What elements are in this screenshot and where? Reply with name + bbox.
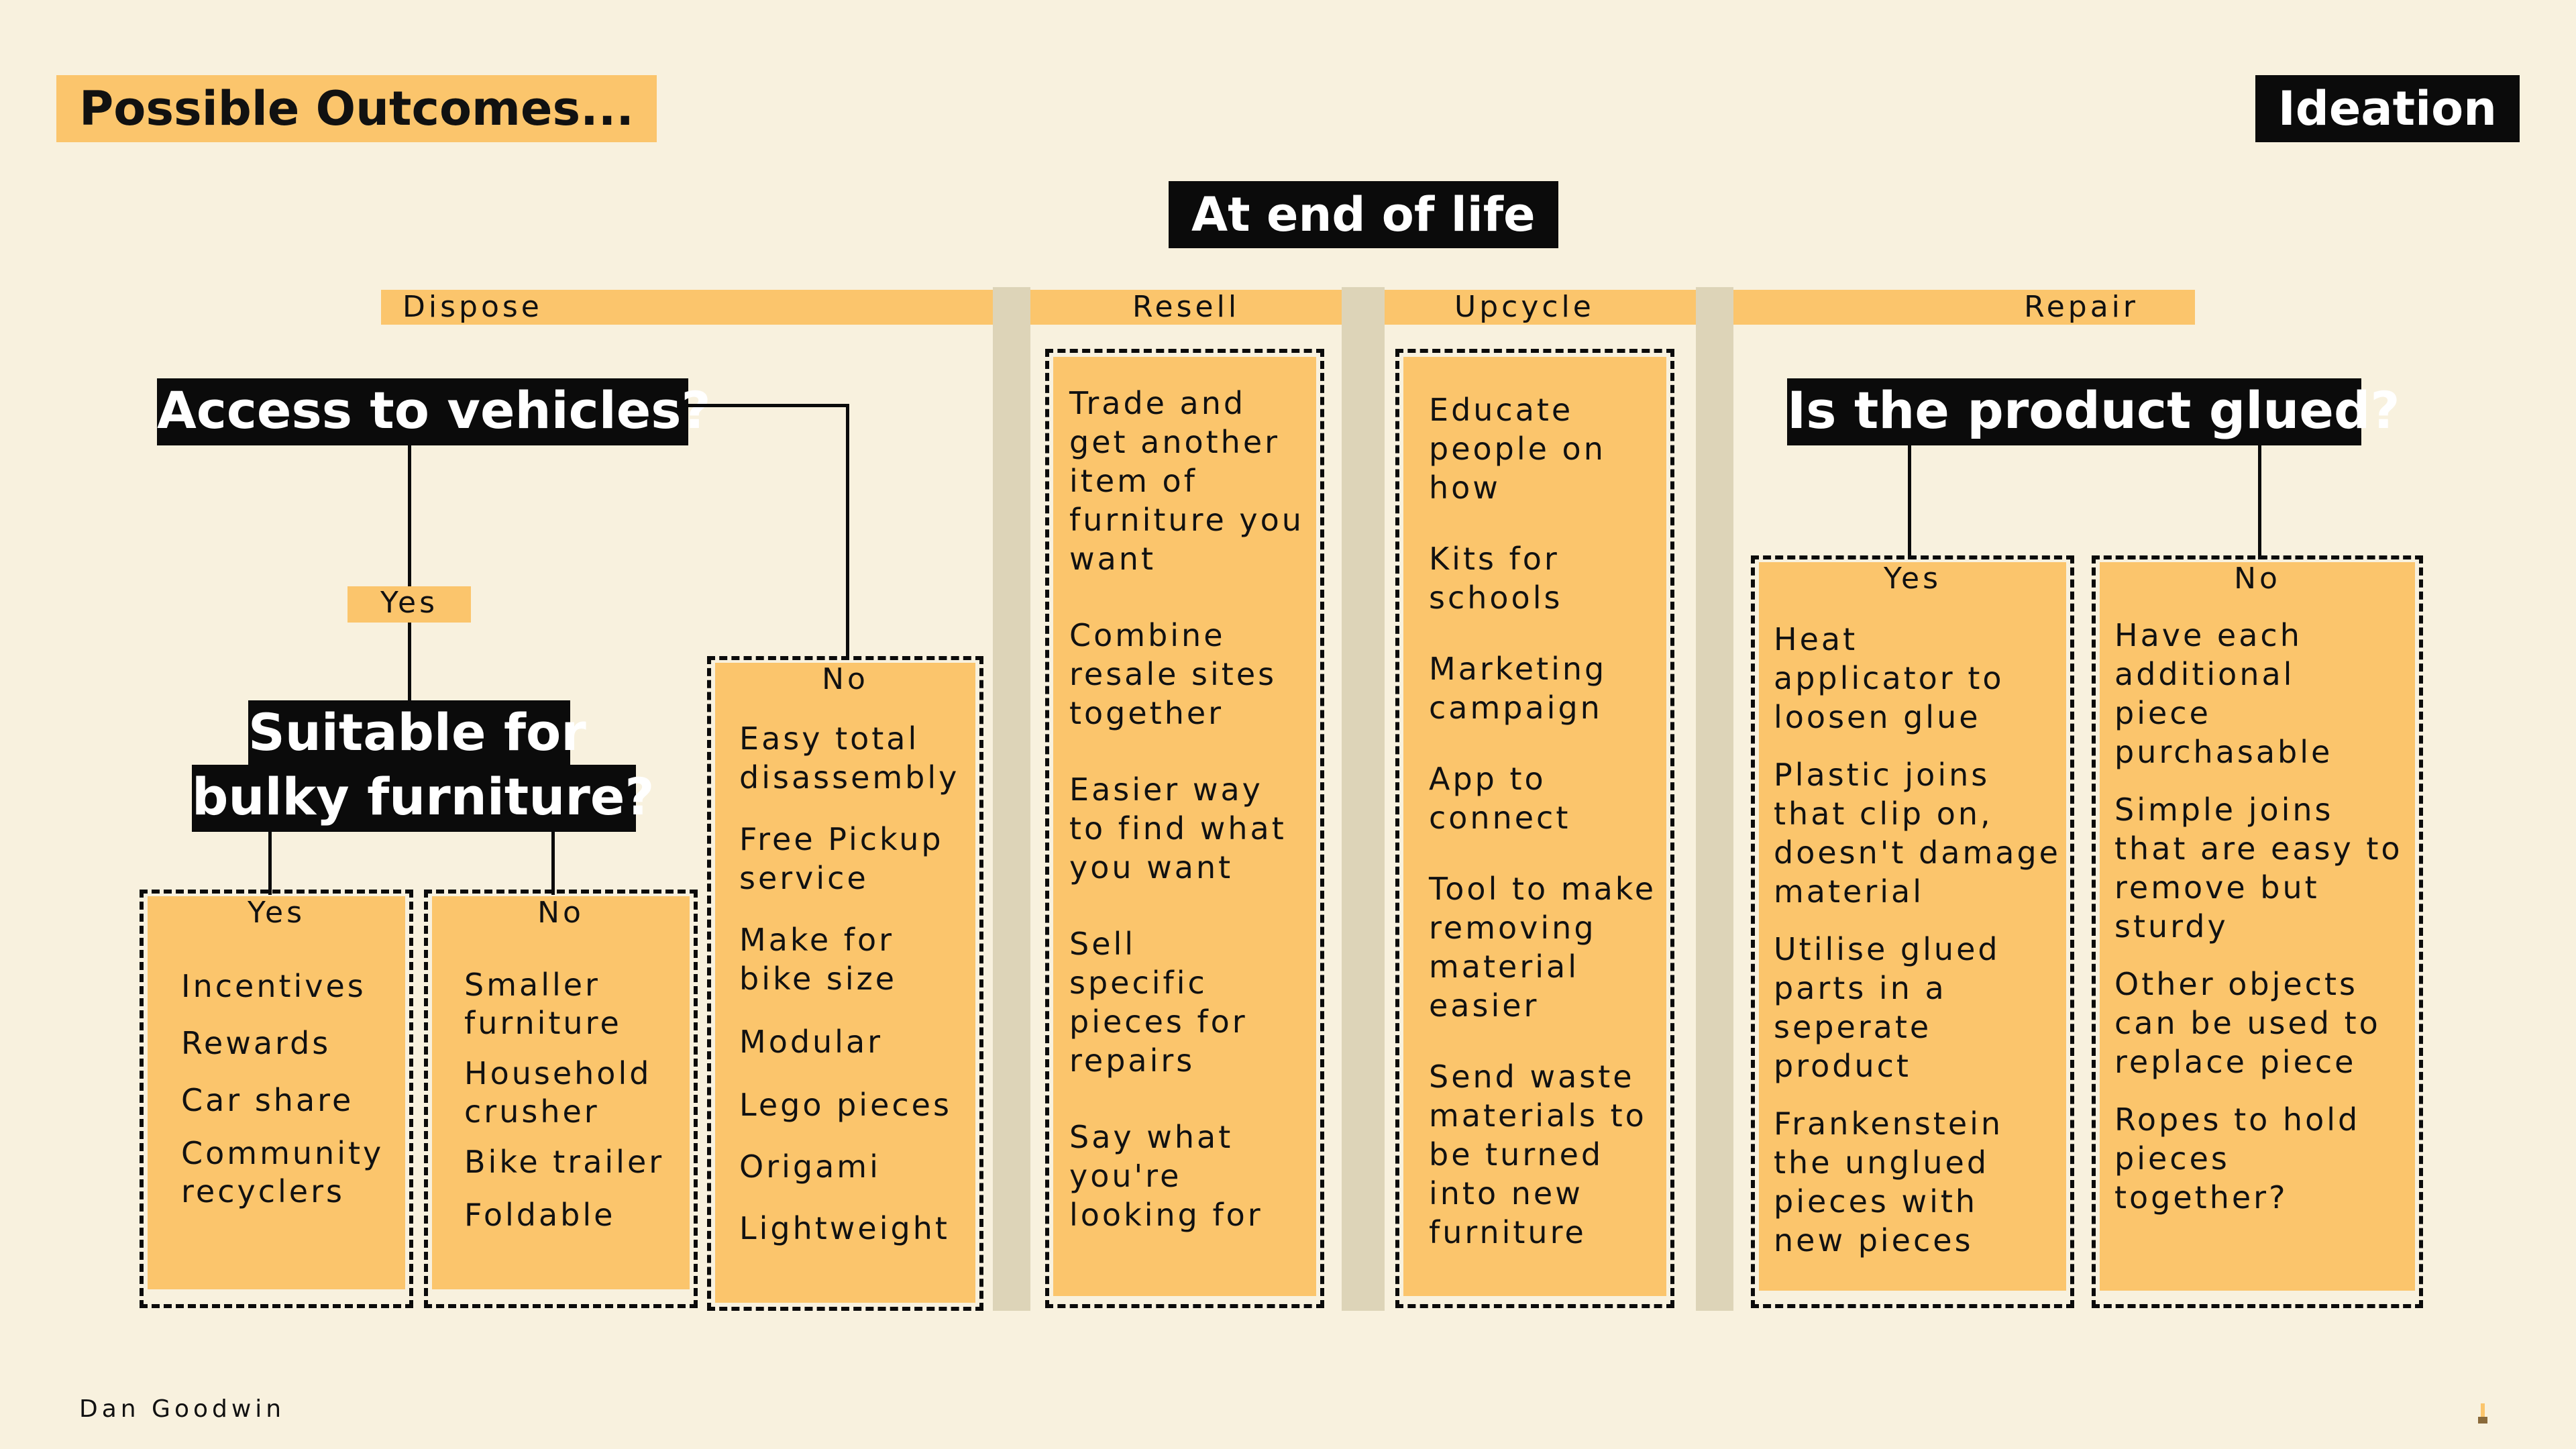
list-item: Free Pickup service xyxy=(739,821,944,896)
yes-label: Yes xyxy=(347,586,471,623)
author: Dan Goodwin xyxy=(79,1395,286,1423)
connector xyxy=(408,445,411,586)
list-item: Incentives xyxy=(181,968,366,1004)
list-item: Smaller furniture xyxy=(464,967,622,1041)
column-separator xyxy=(993,287,1030,1311)
glued-no-label: No xyxy=(2100,562,2415,600)
dashed-frame xyxy=(1751,555,2074,1308)
connector xyxy=(1908,445,1911,559)
list-item: Have each additional piece purchasable xyxy=(2114,617,2333,770)
glued-no-card: Have each additional piece purchasable S… xyxy=(2100,600,2415,1291)
section-label: Ideation xyxy=(2255,75,2520,142)
connector xyxy=(408,623,411,700)
dashed-frame xyxy=(707,656,983,1311)
list-item: Rewards xyxy=(181,1025,331,1061)
category-dispose: Dispose xyxy=(381,290,993,325)
bulky-no-card: Smaller furniture Household crusher Bike… xyxy=(432,934,690,1289)
glued-yes-label: Yes xyxy=(1759,562,2066,600)
connector xyxy=(846,404,849,660)
list-item: Modular xyxy=(739,1024,883,1060)
connector xyxy=(551,832,555,895)
no-label: No xyxy=(715,663,975,700)
category-upcycle: Upcycle xyxy=(1385,290,1696,325)
connector xyxy=(268,832,272,895)
question-glued: Is the product glued? xyxy=(1787,378,2400,445)
page-title: Possible Outcomes... xyxy=(56,75,657,142)
list-item: Educate people on how xyxy=(1429,392,1606,506)
column-separator xyxy=(1696,287,1733,1311)
list-item: Combine resale sites together xyxy=(1069,617,1277,731)
bulky-yes-label: Yes xyxy=(148,896,405,934)
glued-yes-card: Heat applicator to loosen glue Plastic j… xyxy=(1759,600,2066,1291)
list-item: Bike trailer xyxy=(464,1144,665,1180)
connector xyxy=(688,404,849,407)
dashed-frame xyxy=(1045,349,1324,1308)
list-item: Trade and get another item of furniture … xyxy=(1069,385,1304,577)
list-item: Tool to make removing material easier xyxy=(1429,871,1657,1024)
list-item: Heat applicator to loosen glue xyxy=(1774,621,2004,735)
list-item: Ropes to hold pieces together? xyxy=(2114,1102,2361,1216)
list-item: Say what you're looking for xyxy=(1069,1119,1263,1233)
upcycle-card: Educate people on how Kits for schools M… xyxy=(1403,357,1666,1296)
list-item: Other objects can be used to replace pie… xyxy=(2114,966,2381,1080)
list-item: Easier way to find what you want xyxy=(1069,771,1287,885)
list-item: Make for bike size xyxy=(739,922,898,997)
list-item: Marketing campaign xyxy=(1429,651,1607,726)
dashed-frame xyxy=(1395,349,1674,1308)
list-item: Utilise glued parts in a seperate produc… xyxy=(1774,931,2000,1084)
list-item: Send waste materials to be turned into n… xyxy=(1429,1059,1647,1250)
dashed-frame xyxy=(140,890,413,1308)
list-item: Community recyclers xyxy=(181,1135,384,1210)
category-repair: Repair xyxy=(1733,290,2195,325)
list-item: Simple joins that are easy to remove but… xyxy=(2114,792,2403,945)
question-vehicles: Access to vehicles? xyxy=(157,378,711,445)
list-item: Kits for schools xyxy=(1429,541,1563,616)
list-item: Foldable xyxy=(464,1197,616,1233)
list-item: Household crusher xyxy=(464,1055,652,1130)
bulky-no-label: No xyxy=(432,896,690,934)
category-resell: Resell xyxy=(1030,290,1342,325)
list-item: App to connect xyxy=(1429,761,1571,836)
list-item: Sell specific pieces for repairs xyxy=(1069,926,1248,1079)
resell-card: Trade and get another item of furniture … xyxy=(1053,357,1316,1296)
list-item: Car share xyxy=(181,1082,354,1118)
connector xyxy=(2258,445,2261,559)
dashed-frame xyxy=(2092,555,2423,1308)
question-bulky-line2: bulky furniture? xyxy=(192,765,654,832)
no-vehicle-card: Easy total disassembly Free Pickup servi… xyxy=(715,700,975,1303)
list-item: Lego pieces xyxy=(739,1087,952,1123)
column-separator xyxy=(1342,287,1385,1311)
dashed-frame xyxy=(424,890,698,1308)
list-item: Easy total disassembly xyxy=(739,720,960,796)
logo-icon xyxy=(2477,1402,2489,1425)
root-node: At end of life xyxy=(1169,181,1558,248)
question-bulky-line1: Suitable for xyxy=(248,700,586,765)
list-item: Lightweight xyxy=(739,1210,950,1246)
list-item: Plastic joins that clip on, doesn't dama… xyxy=(1774,757,2061,910)
list-item: Frankenstein the unglued pieces with new… xyxy=(1774,1106,2004,1258)
list-item: Origami xyxy=(739,1148,881,1185)
bulky-yes-card: Incentives Rewards Car share Community r… xyxy=(148,934,405,1289)
